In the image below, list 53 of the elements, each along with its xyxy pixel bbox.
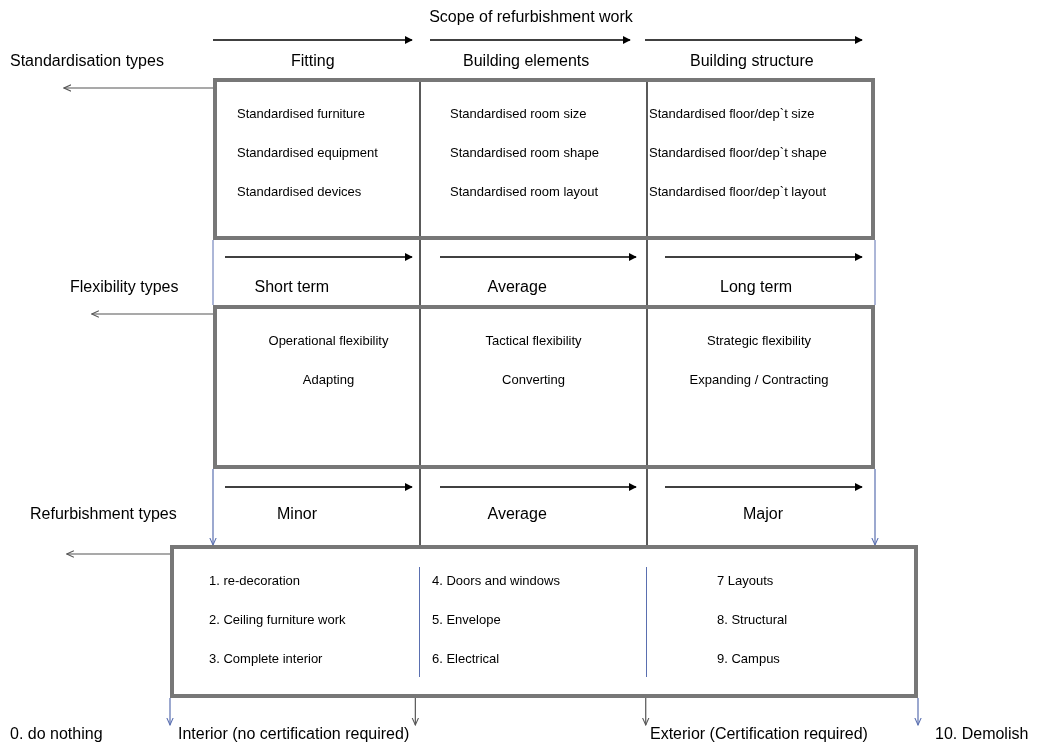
cell-text: 6. Electrical xyxy=(432,651,500,667)
column-heading: Major xyxy=(743,505,783,523)
outcome-label: 10. Demolish xyxy=(935,725,1029,743)
column-heading: Fitting xyxy=(291,52,335,70)
cell-text: Strategic flexibility xyxy=(706,333,811,349)
cell-text: Converting xyxy=(502,372,565,388)
cell-text: Standardised floor/dep`t layout xyxy=(649,184,827,200)
cell-text: Adapting xyxy=(302,372,355,388)
title: Scope of refurbishment work xyxy=(429,8,633,25)
standardisation-panel xyxy=(213,78,875,240)
arrow xyxy=(871,468,879,546)
flexibility-panel xyxy=(213,305,875,469)
row-heading: Refurbishment types xyxy=(30,505,177,553)
refurbishment-panel xyxy=(170,545,918,698)
cell-text: Standardised room size xyxy=(450,106,587,122)
cell-text: 7 Layouts xyxy=(717,573,774,589)
arrow xyxy=(166,697,174,726)
column-heading: Building elements xyxy=(463,52,590,70)
cell-text: 4. Doors and windows xyxy=(432,573,560,589)
cell-text: Standardised room layout xyxy=(450,184,599,200)
cell-text: Standardised furniture xyxy=(237,106,365,122)
cell-text: 1. re-decoration xyxy=(209,573,301,589)
arrow xyxy=(91,310,214,318)
column-heading: Minor xyxy=(277,505,317,523)
arrow xyxy=(63,84,214,92)
arrow xyxy=(914,697,922,726)
cell-text: Standardised room shape xyxy=(450,145,599,161)
column-heading: Building structure xyxy=(690,52,814,70)
cell-text: Standardised devices xyxy=(237,184,362,200)
row-heading: Standardisation types xyxy=(10,52,164,86)
cell-text: 9. Campus xyxy=(717,651,780,667)
cell-text: Standardised equipment xyxy=(237,145,378,161)
cell-text: Tactical flexibility xyxy=(485,333,582,349)
arrow xyxy=(209,468,217,546)
outcome-label: Interior (no certification required) xyxy=(178,725,410,743)
column-heading: Short term xyxy=(254,278,330,296)
cell-text: 5. Envelope xyxy=(432,612,501,628)
column-heading: Average xyxy=(487,505,547,523)
column-heading: Average xyxy=(487,278,547,296)
cell-text: Operational flexibility xyxy=(268,333,389,349)
cell-text: 2. Ceiling furniture work xyxy=(209,612,346,628)
cell-text: Expanding / Contracting xyxy=(689,372,829,388)
column-heading: Long term xyxy=(720,278,793,296)
arrow xyxy=(642,697,650,726)
arrow xyxy=(66,550,171,558)
row-heading: Flexibility types xyxy=(70,278,179,312)
cell-text: 3. Complete interior xyxy=(209,651,323,667)
cell-text: 8. Structural xyxy=(717,612,788,628)
cell-text: Standardised floor/dep`t size xyxy=(649,106,815,122)
arrow xyxy=(411,697,420,726)
outcome-label: 0. do nothing xyxy=(10,725,103,743)
outcome-label: Exterior (Certification required) xyxy=(650,725,868,743)
cell-text: Standardised floor/dep`t shape xyxy=(649,145,827,161)
